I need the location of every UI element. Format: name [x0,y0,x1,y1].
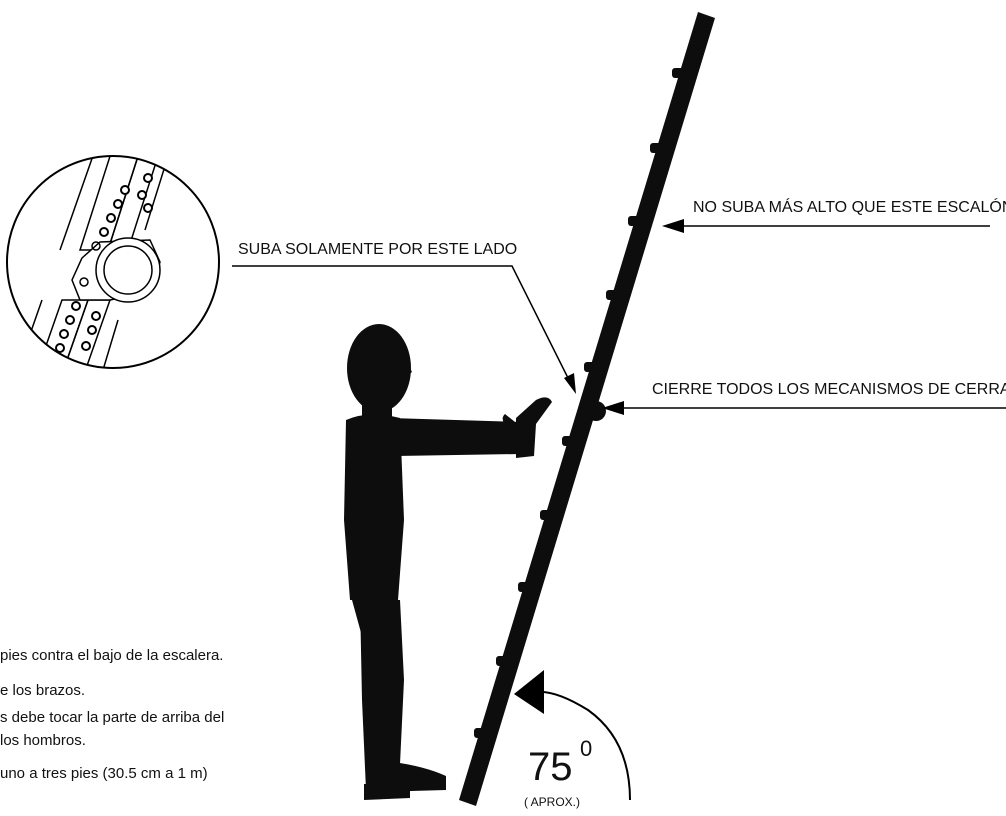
climb-side-label: SUBA SOLAMENTE POR ESTE LADO [238,241,517,258]
instruction-line-3: s debe tocar la parte de arriba del [0,709,224,726]
instruction-line-2: e los brazos. [0,682,85,699]
angle-degree-mark: 0 [580,736,592,761]
ladder [459,12,715,806]
locks-label: CIERRE TODOS LOS MECANISMOS DE CERRAJE [652,381,1006,398]
instruction-line-1: pies contra el bajo de la escalera. [0,647,223,664]
climb-side-pointer [232,265,576,394]
instruction-line-4: los hombros. [0,732,86,749]
angle-value: 75 [528,745,573,789]
angle-arc [514,670,631,801]
top-rung-pointer [662,219,990,233]
lock-detail-inset [6,155,220,369]
locks-pointer [602,401,1006,415]
lock-knob [586,401,606,421]
angle-note: ( APROX.) [524,795,580,809]
instruction-line-5: uno a tres pies (30.5 cm a 1 m) [0,765,208,782]
top-rung-label: NO SUBA MÁS ALTO QUE ESTE ESCALÓN [693,197,1006,216]
person-silhouette [344,324,552,800]
